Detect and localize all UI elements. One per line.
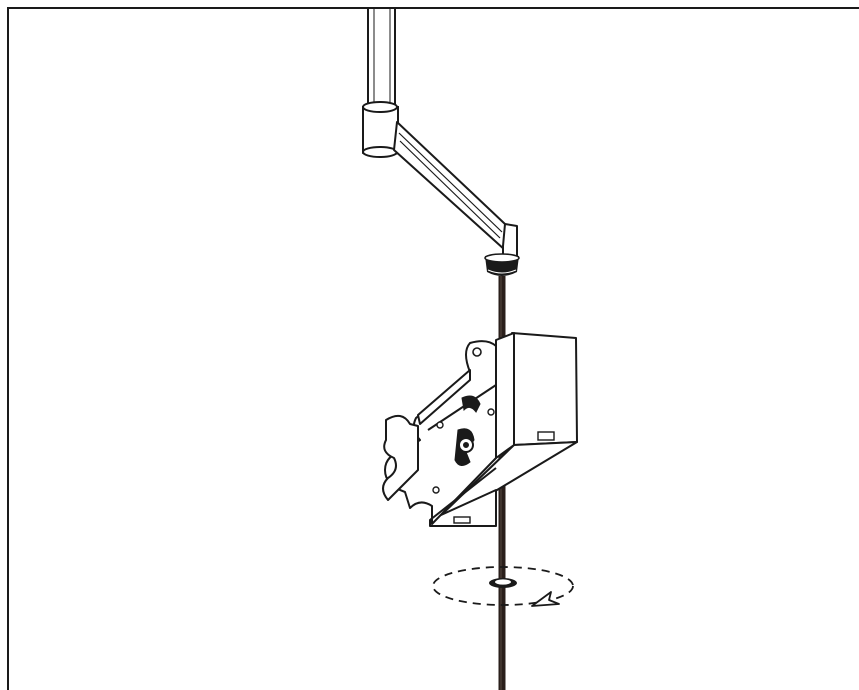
ceiling-pole	[367, 7, 396, 105]
rotation-indicator	[432, 566, 574, 607]
cable-gland	[484, 253, 520, 276]
mounting-bracket	[382, 332, 578, 527]
frame-border	[7, 7, 859, 690]
bracket-details	[432, 347, 555, 524]
swivel-collar	[362, 101, 399, 158]
rotation-arrow-icon	[531, 591, 560, 607]
articulated-arm	[393, 121, 518, 257]
